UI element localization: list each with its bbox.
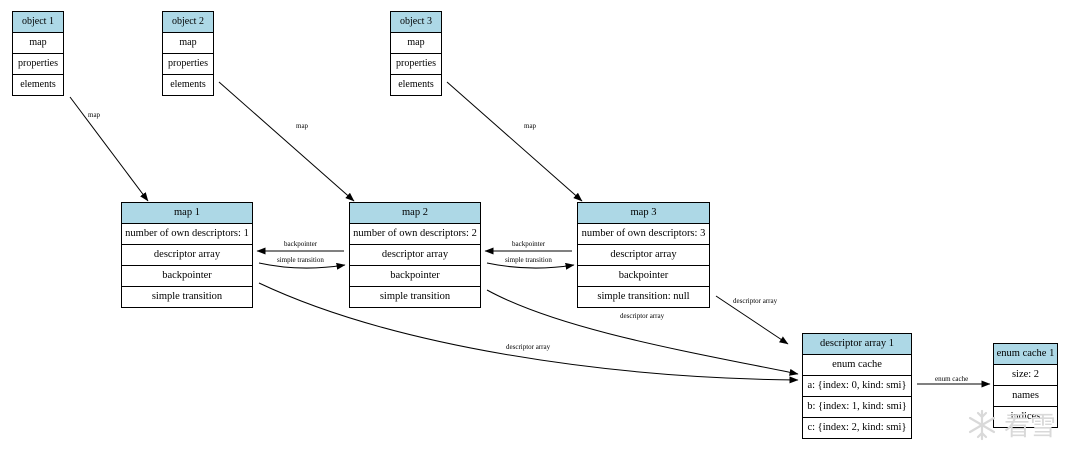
node-field: elements <box>391 74 441 95</box>
node-field: elements <box>13 74 63 95</box>
node-header: descriptor array 1 <box>803 334 911 354</box>
node-header: map 2 <box>350 203 480 223</box>
node-field: properties <box>391 53 441 74</box>
node-field: map <box>163 32 213 53</box>
node-field: names <box>994 385 1057 406</box>
node-field: map <box>13 32 63 53</box>
node-field: c: {index: 2, kind: smi} <box>803 417 911 438</box>
edge-label-transition-2: simple transition <box>505 256 552 264</box>
object-3-node: object 3 map properties elements <box>390 11 442 96</box>
node-header: object 3 <box>391 12 441 32</box>
map-3-node: map 3 number of own descriptors: 3 descr… <box>577 202 710 308</box>
watermark-text: 看雪 <box>1004 412 1056 442</box>
node-field: size: 2 <box>994 364 1057 385</box>
node-field: simple transition: null <box>578 286 709 307</box>
node-field: a: {index: 0, kind: smi} <box>803 375 911 396</box>
node-field: properties <box>13 53 63 74</box>
object-2-node: object 2 map properties elements <box>162 11 214 96</box>
node-field: indices <box>994 406 1057 427</box>
node-field: simple transition <box>122 286 252 307</box>
node-field: simple transition <box>350 286 480 307</box>
node-field: descriptor array <box>350 244 480 265</box>
node-field: descriptor array <box>122 244 252 265</box>
edge-label-descriptor-array-1: descriptor array <box>506 343 551 351</box>
descriptor-array-node: descriptor array 1 enum cache a: {index:… <box>802 333 912 439</box>
edge-object2-map2 <box>218 81 355 202</box>
edge-map1-descriptor-array <box>258 282 799 384</box>
node-field: number of own descriptors: 2 <box>350 223 480 244</box>
edge-object3-map3 <box>446 81 583 202</box>
edge-map2-descriptor-array <box>486 289 799 376</box>
node-header: enum cache 1 <box>994 344 1057 364</box>
node-field: backpointer <box>350 265 480 286</box>
edge-map1-transition-map2 <box>258 262 346 270</box>
node-field: number of own descriptors: 1 <box>122 223 252 244</box>
node-header: map 1 <box>122 203 252 223</box>
node-field: backpointer <box>122 265 252 286</box>
edge-label-descriptor-array-3: descriptor array <box>733 297 778 305</box>
object-1-node: object 1 map properties elements <box>12 11 64 96</box>
node-field: backpointer <box>578 265 709 286</box>
node-field: map <box>391 32 441 53</box>
enum-cache-node: enum cache 1 size: 2 names indices <box>993 343 1058 428</box>
node-header: object 1 <box>13 12 63 32</box>
edge-object1-map1 <box>69 96 149 202</box>
node-field: descriptor array <box>578 244 709 265</box>
edge-map3-descriptor-array <box>715 295 789 345</box>
node-header: map 3 <box>578 203 709 223</box>
edge-map2-transition-map3 <box>486 262 575 270</box>
map-1-node: map 1 number of own descriptors: 1 descr… <box>121 202 253 308</box>
edge-label-backpointer-1: backpointer <box>284 240 318 248</box>
edge-label-enum-cache: enum cache <box>935 375 968 383</box>
node-field: properties <box>163 53 213 74</box>
snowflake-icon <box>968 409 996 441</box>
edge-label-map-1: map <box>88 111 101 119</box>
edge-label-transition-1: simple transition <box>277 256 324 264</box>
node-header: object 2 <box>163 12 213 32</box>
edge-label-descriptor-array-2: descriptor array <box>620 312 665 320</box>
edge-label-map-2: map <box>296 122 309 130</box>
node-field: number of own descriptors: 3 <box>578 223 709 244</box>
edge-label-backpointer-2: backpointer <box>512 240 546 248</box>
watermark-logo: 看雪 <box>968 409 1056 442</box>
node-field: enum cache <box>803 354 911 375</box>
edge-label-map-3: map <box>524 122 537 130</box>
node-field: elements <box>163 74 213 95</box>
node-field: b: {index: 1, kind: smi} <box>803 396 911 417</box>
map-2-node: map 2 number of own descriptors: 2 descr… <box>349 202 481 308</box>
